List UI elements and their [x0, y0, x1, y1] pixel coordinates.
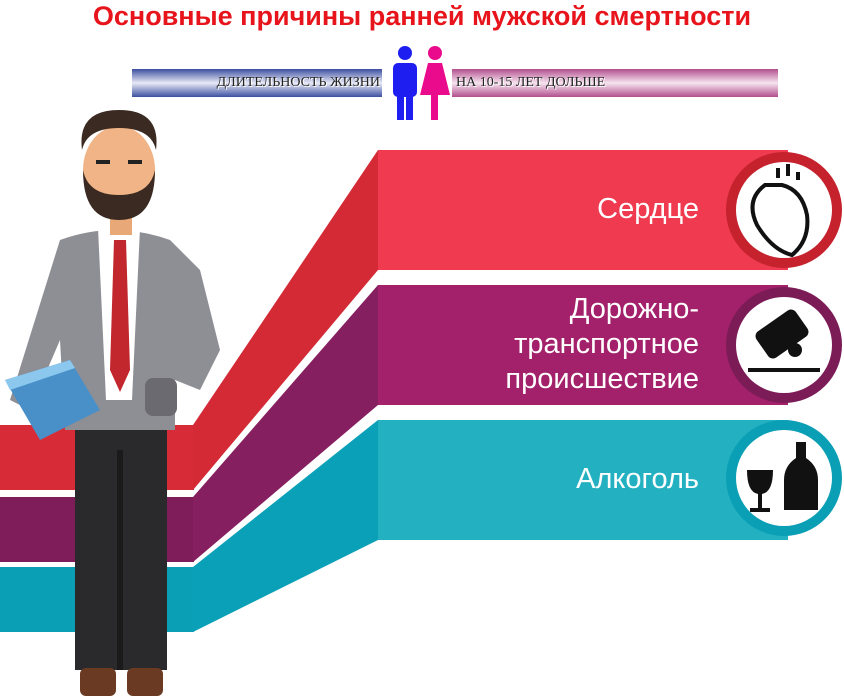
alcohol-icon [726, 420, 842, 536]
man-illustration [5, 110, 220, 696]
cause-label-accident: Дорожно- транспортное происшествие [505, 292, 699, 397]
cause-label-line: транспортное [514, 328, 699, 360]
cause-label-heart: Сердце [597, 193, 699, 225]
cause-label-line: происшествие [505, 363, 699, 395]
band-alcohol [0, 420, 788, 632]
heart-organ-icon [726, 152, 842, 268]
cause-label-alcohol: Алкоголь [576, 463, 699, 495]
lifespan-banner-left: ДЛИТЕЛЬНОСТЬ ЖИЗНИ [132, 69, 382, 97]
male-figure-icon [393, 46, 417, 120]
female-figure-icon [420, 46, 450, 120]
car-crash-icon [726, 287, 842, 403]
band-accident [0, 285, 788, 562]
page-title: Основные причины ранней мужской смертнос… [92, 1, 752, 31]
lifespan-banner-right: НА 10-15 ЛЕТ ДОЛЬШЕ [452, 69, 778, 97]
cause-label-line: Дорожно- [569, 293, 699, 325]
